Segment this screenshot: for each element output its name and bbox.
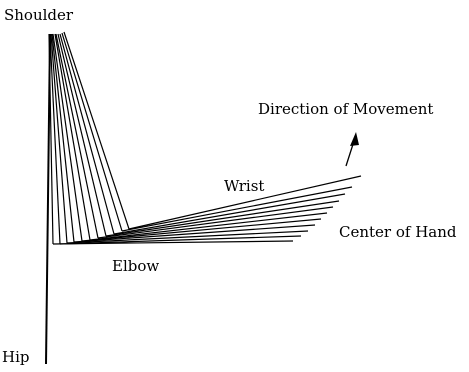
wrist-label: Wrist — [224, 177, 264, 195]
upper-arm-segment — [50, 33, 68, 244]
trunk-line — [45, 33, 51, 365]
forearm-segment — [89, 212, 328, 241]
upper-arm-segment — [57, 33, 107, 237]
upper-arm-segment — [55, 33, 99, 239]
forearm-segment — [81, 218, 322, 242]
upper-arm-segment — [52, 33, 83, 242]
upper-arm-segment — [61, 32, 123, 232]
direction-arrow-head — [350, 132, 359, 146]
forearm-segment — [121, 186, 353, 232]
upper-arm-segment — [54, 33, 91, 241]
upper-arm-segment — [59, 33, 115, 235]
forearm-segments — [52, 175, 362, 245]
upper-arm-segment — [63, 31, 130, 230]
forearm-segment — [113, 193, 346, 235]
upper-arm-segment — [49, 33, 61, 245]
center-of-hand-label: Center of Hand — [339, 223, 457, 241]
elbow-label: Elbow — [112, 257, 159, 275]
forearm-segment — [97, 206, 334, 239]
forearm-segment — [128, 175, 362, 230]
upper-arm-segment — [51, 33, 75, 243]
direction-of-movement-label: Direction of Movement — [258, 100, 433, 118]
forearm-segment — [66, 230, 309, 244]
hip-label: Hip — [2, 348, 29, 366]
shoulder-label: Shoulder — [4, 6, 74, 24]
upper-arm-segment — [48, 33, 54, 245]
forearm-segment — [59, 235, 302, 245]
forearm-segment — [73, 224, 316, 243]
upper-arm-segments — [48, 31, 130, 245]
forearm-segment — [105, 200, 340, 237]
